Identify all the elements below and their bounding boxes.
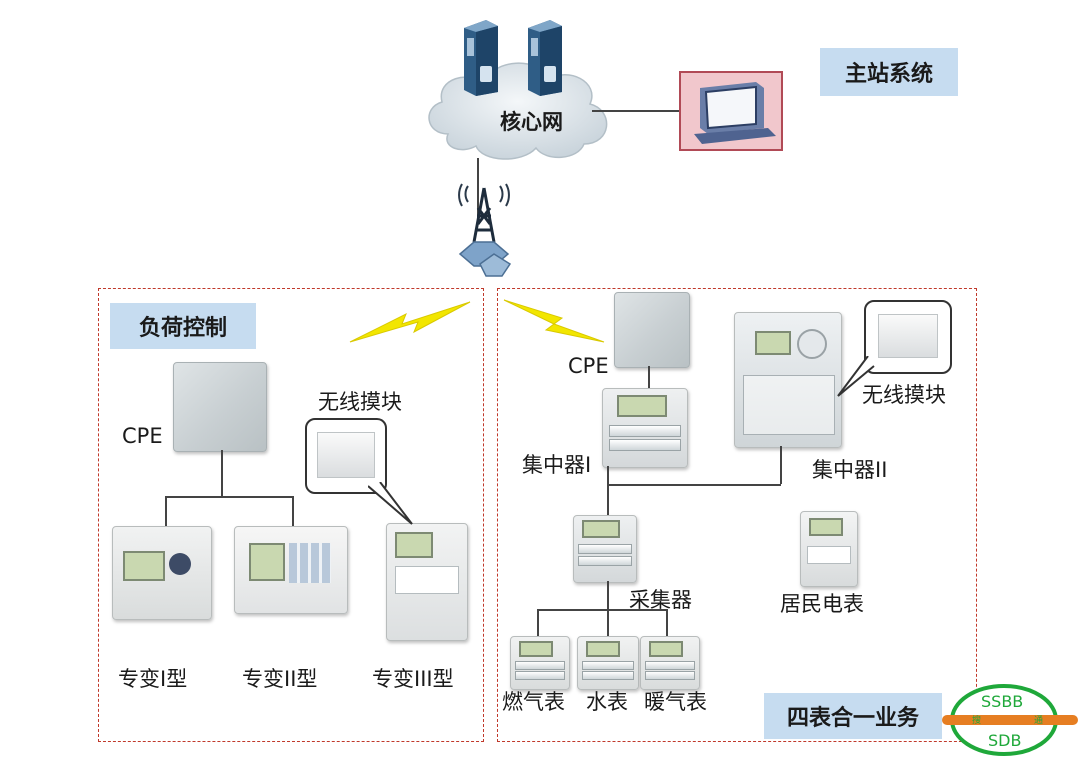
watermark-small-right: 通 [1034, 716, 1044, 726]
watermark-top-text: SSBB [981, 692, 1024, 711]
core-to-master-link [592, 110, 684, 112]
four-meter-zone [497, 288, 977, 742]
collector-device [573, 515, 637, 583]
lightning-icon [349, 301, 471, 343]
four-meter-business-title: 四表合一业务 [764, 693, 942, 739]
concentrator-1-label: 集中器I [522, 453, 592, 477]
collector-label: 采集器 [629, 588, 692, 612]
wireless-module-pointer-left [368, 482, 413, 525]
watermark-small-left: 搜 [972, 716, 982, 726]
wireless-module-pointer-right [837, 356, 875, 397]
cpe-right-drop [648, 366, 650, 390]
collector-branch-drop [607, 581, 609, 609]
ssbb-watermark-logo [942, 684, 1078, 756]
water-meter-device [577, 636, 639, 690]
special-transformer-2-label: 专变II型 [242, 667, 318, 691]
master-station-title: 主站系统 [820, 48, 958, 96]
cpe-device-right [614, 292, 690, 368]
core-network-cloud [428, 62, 608, 160]
meter-branch-bar [537, 609, 667, 611]
left-branch-2 [292, 496, 294, 526]
server-icon [528, 20, 562, 96]
residential-meter-device [800, 511, 858, 587]
water-meter-drop [607, 609, 609, 637]
gas-meter-label: 燃气表 [502, 690, 565, 714]
load-control-zone [98, 288, 484, 742]
special-transformer-2-device [234, 526, 348, 614]
residential-meter-label: 居民电表 [780, 592, 864, 616]
special-transformer-3-label: 专变III型 [372, 667, 454, 691]
heat-meter-drop [666, 609, 668, 637]
left-branch-bar [165, 496, 293, 498]
left-branch-1 [165, 496, 167, 526]
collector-drop [607, 484, 609, 516]
special-transformer-1-device [112, 526, 212, 620]
special-transformer-1-label: 专变I型 [118, 667, 188, 691]
special-transformer-3-device [386, 523, 468, 641]
wireless-module-right-label: 无线摸块 [862, 383, 946, 407]
watermark-bottom-text: SDB [988, 731, 1022, 750]
right-branch-bar [607, 484, 781, 486]
gas-meter-device [510, 636, 570, 690]
wireless-module-bubble-left [305, 418, 387, 494]
concentrator-2-device [734, 312, 842, 448]
heat-meter-label: 暖气表 [644, 690, 707, 714]
heat-meter-device [640, 636, 700, 690]
concentrator-2-label: 集中器II [812, 458, 888, 482]
wireless-module-bubble-right [864, 300, 952, 374]
server-icon [464, 20, 498, 96]
gas-meter-drop [537, 609, 539, 637]
cpe-device-left [173, 362, 267, 452]
antenna-tower-icon [458, 183, 512, 277]
concentrator-2-drop [780, 446, 782, 484]
load-control-title: 负荷控制 [110, 303, 256, 349]
core-network-label: 核心网 [500, 110, 563, 134]
wireless-module-left-label: 无线摸块 [318, 390, 402, 414]
cpe-right-label: CPE [568, 354, 609, 378]
cpe-left-label: CPE [122, 424, 163, 448]
cpe-left-drop [221, 450, 223, 496]
water-meter-label: 水表 [586, 690, 628, 714]
computer-icon [679, 71, 783, 151]
concentrator-1-drop [607, 466, 609, 484]
core-to-tower-link [477, 158, 479, 218]
lightning-icon [503, 299, 605, 343]
concentrator-1-device [602, 388, 688, 468]
